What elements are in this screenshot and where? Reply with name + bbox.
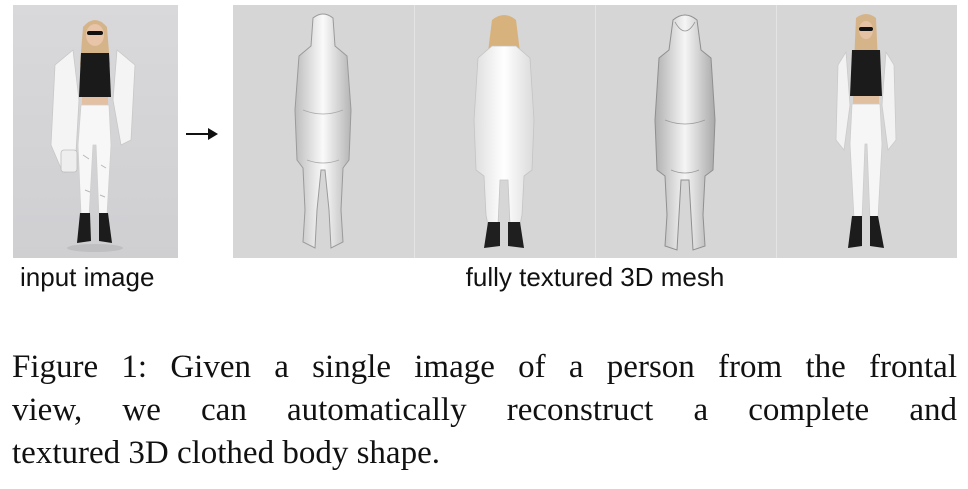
mesh-view-textured-back <box>473 15 535 248</box>
view-divider <box>595 5 596 258</box>
caption-line: textured 3D clothed body shape. <box>12 435 440 471</box>
input-image <box>13 5 178 258</box>
mesh-view-untextured-back <box>654 14 716 251</box>
view-divider <box>776 5 777 258</box>
input-image-label: input image <box>20 262 155 292</box>
mesh-view-textured-front <box>835 14 897 248</box>
arrow-right-icon <box>184 126 220 142</box>
figure-caption: Figure 1: Given a single image of a pers… <box>12 346 957 475</box>
mesh-label: fully textured 3D mesh <box>465 262 725 292</box>
caption-line: Figure 1: Given a single image of a pers… <box>12 349 957 385</box>
mesh-view-untextured-front <box>294 13 352 249</box>
figure: input image fully textured 3D mesh <box>13 5 957 292</box>
caption-line: view, we can automatically reconstruct a… <box>12 392 957 428</box>
person-photo-illustration <box>50 20 136 252</box>
view-divider <box>414 5 415 258</box>
mesh-renders <box>233 5 957 258</box>
